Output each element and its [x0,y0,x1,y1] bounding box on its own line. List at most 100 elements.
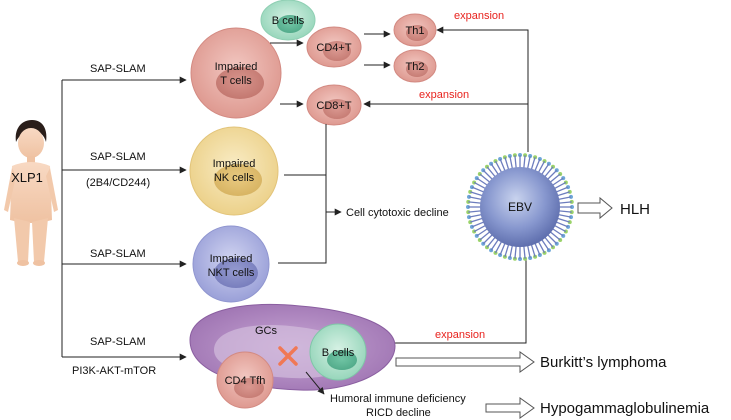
ebv-spike [533,158,541,173]
ebv-spike [476,177,489,187]
ebv-spike [540,238,550,251]
hypogamma-arrow-icon [485,397,535,419]
ebv-spike [533,241,541,256]
pathway-connectors [61,76,187,361]
ebv-spike [523,244,526,259]
pathway-label-b: SAP-SLAM [90,336,146,348]
ebv-spike [494,240,503,254]
pathway-label-nkt: SAP-SLAM [90,248,146,260]
ebv-spike [468,196,483,201]
patient-figure [4,120,58,266]
ebv-spike [557,201,572,204]
ebv-spike [490,163,500,176]
ebv-spike [543,166,554,179]
ebv-spike [543,235,554,248]
ebv-spike [490,238,500,251]
ebv-spike [514,244,517,259]
pathway-sublabel-nk: (2B4/CD244) [86,177,150,189]
ebv-spike [509,155,514,170]
ebv-spike [537,160,546,174]
impaired-nk-cell [189,126,279,216]
ebv-spike [494,160,503,174]
ebv-spike [554,186,569,194]
th1-label: Th1 [406,25,425,37]
expansion-b-label: expansion [435,329,485,341]
ebv-spike [482,233,494,245]
hlh-label: HLH [620,201,650,218]
impaired-nk-label-2: NK cells [214,172,255,184]
ebv-spike [523,155,526,170]
ebv-spike [551,227,564,237]
ebv-spike [468,201,483,204]
ebv-spike [468,213,483,218]
ebv-spike [514,155,517,170]
ebv-spike [476,227,489,237]
ebv-spike [486,166,497,179]
ebv-spike [551,177,564,187]
ebv-expansion-arrows [363,26,529,347]
blocked-interaction-cross-icon [278,346,298,366]
burkitt-label: Burkitt’s lymphoma [540,354,667,371]
patient-label: XLP1 [11,170,43,185]
ebv-spike [473,181,487,190]
ebv-spike [557,196,572,201]
ebv-spike [556,191,570,197]
cd4-tfh-cell [216,351,274,409]
ebv-spike [509,244,514,259]
cytotoxic-decline-label: Cell cytotoxic decline [346,207,449,219]
ebv-spike [553,224,567,233]
ebv-virus-icon [466,153,574,261]
cd4-tfh-label: CD4 Tfh [225,375,266,387]
ebv-spike [530,157,536,171]
ebv-spike [548,230,561,241]
ebv-spike [537,240,546,254]
gcs-label: GCs [255,325,278,337]
cd8t-label: CD8+T [316,100,351,112]
ebv-spike [499,158,507,173]
outcome-arrows [395,196,613,419]
ebv-spike [546,169,558,181]
impaired-nkt-cell [192,225,270,303]
gc-b-cell [309,323,367,381]
humoral-arrow [305,371,325,395]
cd8t-cell [306,84,362,126]
ebv-spike [548,173,561,184]
ebv-spike [546,233,558,245]
impaired-t-label-2: T cells [220,75,252,87]
pathway-label-nk: SAP-SLAM [90,151,146,163]
ebv-spike [553,181,567,190]
cd4t-cell [306,26,362,68]
hypogamma-label: Hypogammaglobulinemia [540,400,710,417]
impaired-nk-label-1: Impaired [213,158,256,170]
impaired-nkt-label-2: NKT cells [208,267,255,279]
ebv-spike [554,220,569,228]
humoral-label-1: Humoral immune deficiency [330,393,466,405]
ebv-spike [526,244,531,259]
hlh-arrow-icon [577,196,613,220]
ebv-spike [473,224,487,233]
impaired-nkt-label-1: Impaired [210,253,253,265]
th2-cell [393,49,437,83]
cytotoxic-connectors [278,124,342,264]
ebv-spike [486,235,497,248]
ebv-spike [504,157,510,171]
ebv-label: EBV [508,200,532,214]
cd4t-label: CD4+T [316,42,351,54]
ebv-spike [471,220,486,228]
impaired-t-label-1: Impaired [215,61,258,73]
expansion-th1-label: expansion [454,10,504,22]
impaired-t-cell [190,27,282,119]
ebv-spike [526,155,531,170]
ebv-spike [479,173,492,184]
ebv-spike [468,210,483,213]
ebv-spike [530,243,536,257]
ebv-spike [556,217,570,223]
ebv-spike [504,243,510,257]
ebv-spike [540,163,550,176]
th1-cell [393,13,437,47]
b-cell-top [260,0,316,41]
ebv-spike [557,213,572,218]
pathway-label-t: SAP-SLAM [90,63,146,75]
burkitt-arrow-icon [395,351,535,373]
expansion-cd8-label: expansion [419,89,469,101]
